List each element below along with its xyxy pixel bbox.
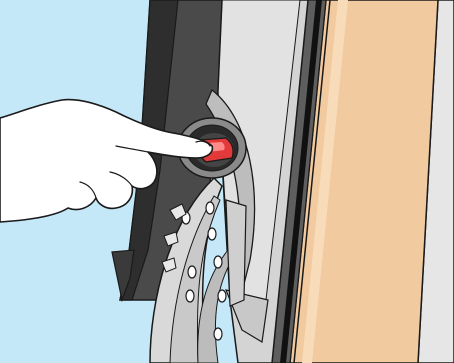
screw-hole: [208, 228, 216, 240]
screw-hole: [186, 290, 194, 302]
hinge-bracket: [226, 200, 246, 306]
screw-hole: [214, 256, 222, 268]
screw-hole: [218, 290, 226, 302]
screw-hole: [214, 328, 222, 340]
screw-hole: [188, 266, 196, 278]
screw-hole: [206, 202, 214, 214]
